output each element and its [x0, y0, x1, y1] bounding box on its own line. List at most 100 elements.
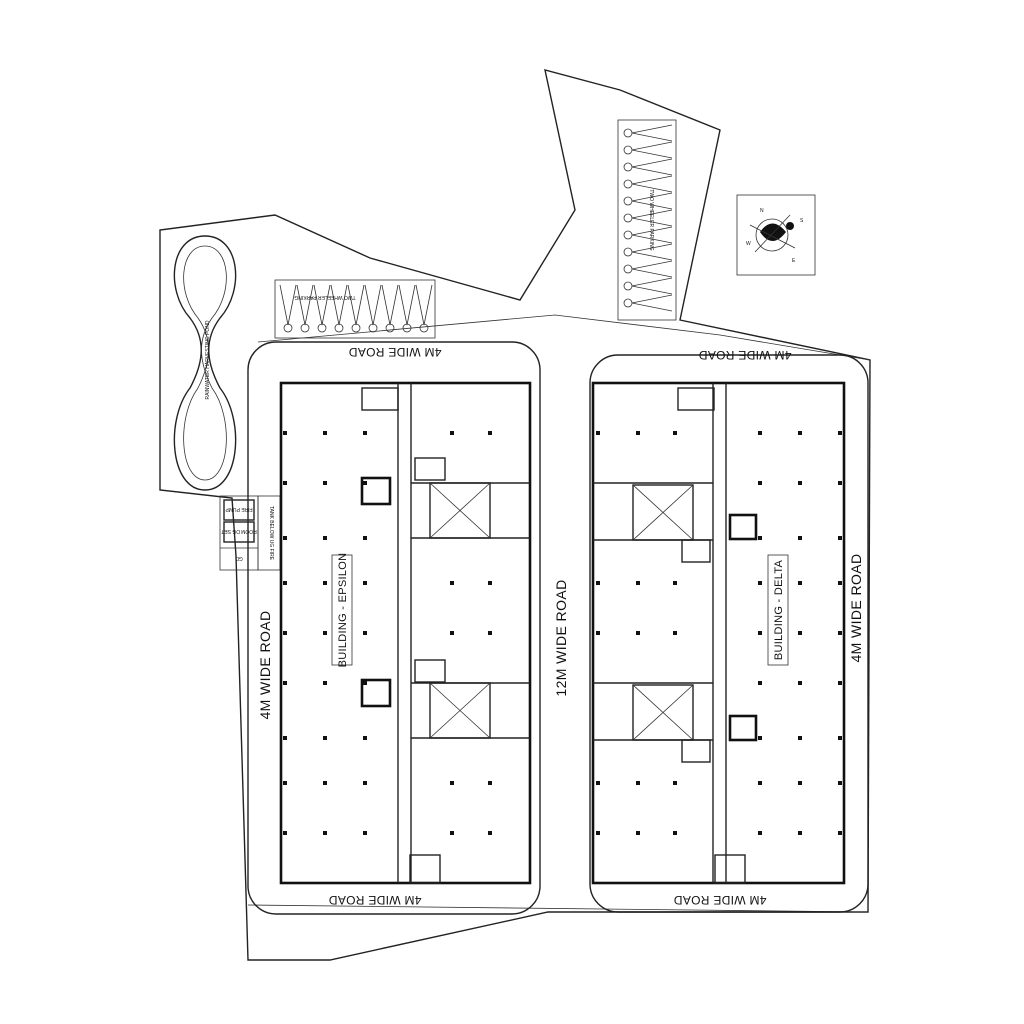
column-marker [838, 736, 842, 740]
column-marker [673, 781, 677, 785]
column-marker [323, 581, 327, 585]
parking-slot-marker [623, 179, 633, 189]
column-marker [673, 631, 677, 635]
parking-slot [631, 141, 673, 159]
column-marker [596, 831, 600, 835]
two-wheeler-parking-right-label: TWO WHEELER PARKING [648, 189, 654, 250]
column-marker [758, 481, 762, 485]
column-marker [283, 781, 287, 785]
column-marker [838, 581, 842, 585]
road-label-center: 12M WIDE ROAD [553, 579, 569, 696]
parking-slot-marker [368, 323, 378, 333]
column-marker [596, 581, 600, 585]
column-marker [758, 831, 762, 835]
column-marker [283, 631, 287, 635]
column-marker [283, 831, 287, 835]
column-marker [636, 831, 640, 835]
parking-slot-marker [623, 247, 633, 257]
column-marker [363, 536, 367, 540]
parking-slot-marker [385, 323, 395, 333]
column-marker [283, 481, 287, 485]
column-marker [798, 481, 802, 485]
parking-slot-marker [402, 323, 412, 333]
parking-slot-marker [334, 323, 344, 333]
building-epsilon-label: BUILDING - EPSILON [337, 553, 349, 668]
column-marker [363, 736, 367, 740]
column-marker [488, 631, 492, 635]
column-marker [838, 481, 842, 485]
parking-slot-marker [623, 128, 633, 138]
fire-pump-label: FIRE PUMP [225, 506, 253, 512]
utility-block: FIRE PUMP ROOM DG SET GD TANK BELOW UG F… [219, 495, 281, 571]
parking-slot-marker [623, 230, 633, 240]
column-marker [363, 681, 367, 685]
column-marker [758, 581, 762, 585]
compass-w: W [746, 241, 751, 247]
parking-slot-marker [623, 213, 633, 223]
column-marker [798, 581, 802, 585]
column-marker [636, 581, 640, 585]
building-epsilon: BUILDING - EPSILON [279, 381, 532, 885]
column-marker [323, 536, 327, 540]
parking-slot-marker [623, 298, 633, 308]
parking-slot [364, 284, 382, 326]
parking-slot [631, 124, 673, 142]
column-marker [283, 736, 287, 740]
column-marker [758, 781, 762, 785]
column-marker [323, 736, 327, 740]
compass-s: S [800, 218, 804, 224]
parking-slot [330, 284, 348, 326]
road-edge-outer [247, 314, 871, 913]
column-marker [450, 431, 454, 435]
parking-slot-marker [623, 264, 633, 274]
column-marker [798, 681, 802, 685]
column-marker [798, 781, 802, 785]
column-marker [758, 736, 762, 740]
column-marker [838, 831, 842, 835]
column-marker [838, 631, 842, 635]
building-delta: BUILDING - DELTA [591, 381, 846, 885]
road-label-right: 4M WIDE ROAD [848, 553, 864, 662]
column-marker [798, 536, 802, 540]
parking-slot [296, 284, 314, 326]
column-marker [488, 831, 492, 835]
road-label-top-right: 4M WIDE ROAD [699, 348, 792, 362]
column-marker [838, 536, 842, 540]
column-marker [798, 431, 802, 435]
column-marker [363, 781, 367, 785]
column-marker [596, 631, 600, 635]
column-marker [673, 831, 677, 835]
column-marker [283, 536, 287, 540]
rainwater-pond-label: RAINWATER HARVESTING POND [205, 320, 211, 399]
rainwater-pond: RAINWATER HARVESTING POND [173, 235, 237, 491]
column-marker [363, 581, 367, 585]
column-marker [363, 431, 367, 435]
column-marker [636, 431, 640, 435]
road-label-top-left: 4M WIDE ROAD [349, 345, 442, 359]
tank-label: TANK BELOW UG FIRE [268, 506, 274, 561]
road-label-bottom-right: 4M WIDE ROAD [674, 893, 767, 907]
dg-room-label: ROOM DG SET [221, 528, 257, 534]
column-marker [758, 681, 762, 685]
parking-slot [631, 260, 673, 278]
road-label-left: 4M WIDE ROAD [257, 610, 273, 719]
compass-n: N [760, 208, 764, 214]
compass-icon: N S E W [736, 194, 816, 276]
column-marker [450, 631, 454, 635]
gd-label: GD [235, 555, 243, 561]
column-marker [323, 681, 327, 685]
parking-slot [415, 284, 433, 326]
parking-slot-marker [351, 323, 361, 333]
column-marker [636, 781, 640, 785]
column-marker [363, 831, 367, 835]
parking-slot-marker [419, 323, 429, 333]
column-marker [838, 681, 842, 685]
column-marker [450, 781, 454, 785]
column-marker [363, 481, 367, 485]
column-marker [450, 581, 454, 585]
column-marker [798, 831, 802, 835]
column-marker [323, 631, 327, 635]
column-marker [283, 581, 287, 585]
parking-slot [631, 277, 673, 295]
column-marker [798, 736, 802, 740]
